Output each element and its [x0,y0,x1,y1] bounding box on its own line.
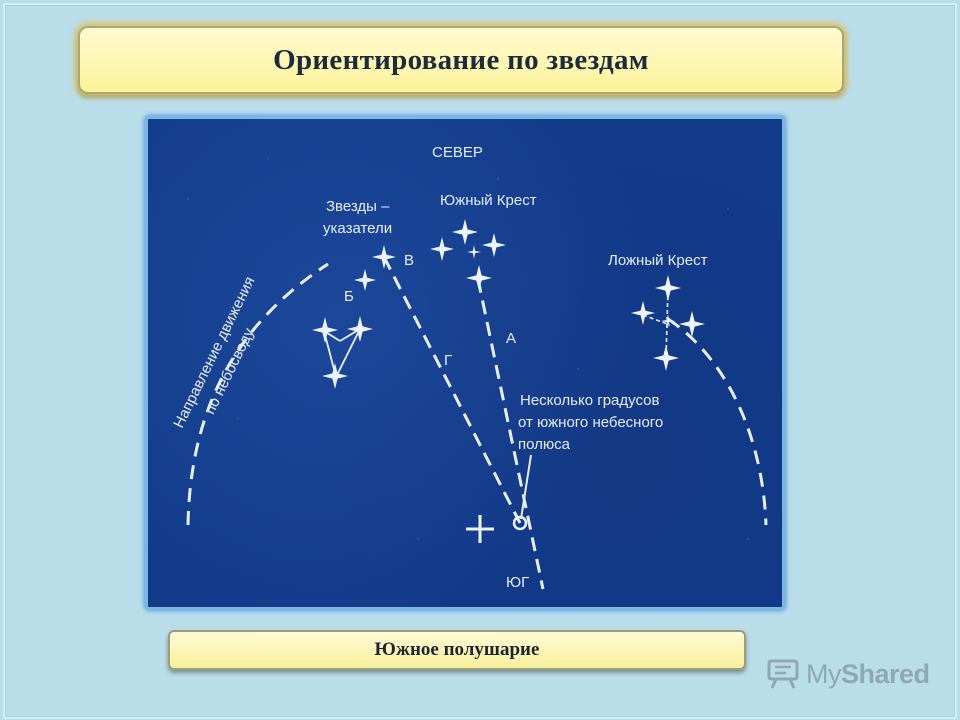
label-pole-1: Несколько градусов [520,392,659,409]
label-pole-3: полюса [518,436,571,453]
title-banner: Ориентирование по звездам [78,26,844,94]
slide-caption: Южное полушарие [374,639,540,660]
slide-title: Ориентирование по звездам [273,43,649,76]
watermark-shared: Shared [841,658,930,689]
star-chart-svg: СЕВЕР Южный Крест Звезды – указатели Б В… [170,144,768,591]
triangle-constellation [312,316,373,389]
south-pole-marker [512,515,528,531]
watermark-my: My [806,658,842,689]
background-specks [186,158,750,541]
label-letter-g: Г [444,352,452,369]
false-cross-stars [631,275,705,371]
star-chart: СЕВЕР Южный Крест Звезды – указатели Б В… [145,116,785,610]
label-false-cross: Ложный Крест [608,252,708,269]
label-southern-cross: Южный Крест [440,192,537,209]
slide-frame [3,3,957,719]
watermark-text: MyShared [806,659,930,690]
label-pointers-1: Звезды – [326,198,390,215]
pole-leader-line [520,454,532,520]
caption-banner: Южное полушарие [168,630,746,670]
label-south: ЮГ [506,574,529,591]
pointer-line [382,256,522,524]
southern-cross-stars [430,219,506,291]
presentation-board-icon [767,659,799,689]
watermark: MyShared [766,654,936,694]
label-pole-2: от южного небесного [518,414,663,431]
motion-arc-right [667,317,768,526]
label-pointers-2: указатели [323,220,392,237]
plus-marker [466,515,494,543]
cross-axis-line [476,278,545,590]
label-letter-a: А [506,330,516,347]
label-star-b: Б [344,288,354,305]
label-north: СЕВЕР [432,144,483,161]
label-star-v: В [404,252,414,269]
motion-label: Направление движения по небосводу [170,274,258,431]
motion-arc-left [186,262,329,526]
